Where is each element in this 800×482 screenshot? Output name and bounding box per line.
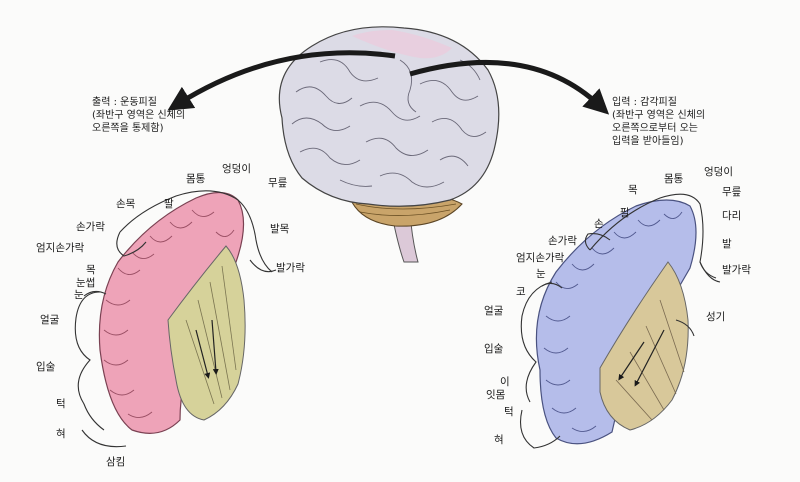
motor-label-face: 얼굴 [40,314,60,326]
sensory-label-hip: 엉덩이 [704,166,733,178]
motor-label-swallowing: 삼킴 [106,456,126,468]
sensory-cortex [519,193,721,449]
motor-label-jaw: 턱 [56,398,66,410]
motor-homunculus-face [74,291,105,431]
sensory-label-teeth: 이 [500,376,510,388]
motor-label-lips: 입술 [36,361,56,373]
sensory-label-knee: 무릎 [722,186,742,198]
sensory-label-arm: 팔 [620,207,630,219]
arrow-to-motor [167,50,396,111]
sensory-cortex-band [535,199,697,445]
motor-label-eyebrow: 눈썹 [76,277,96,289]
motor-label-tongue: 혀 [56,428,66,440]
sensory-caption-line-3: 오른쪽으로부터 오는 [612,123,698,134]
motor-inner-tissue [167,245,246,421]
sensory-homunculus-jaw [519,409,561,449]
motor-cortex [74,190,277,448]
motor-homunculus-body [119,190,273,273]
motor-label-neck: 목 [86,264,96,276]
sensory-caption-title: 입력 : 감각피질 [612,97,677,108]
sensory-label-trunk: 몸통 [664,173,684,185]
sensory-label-tongue: 혀 [494,434,504,446]
brain [278,26,500,263]
sensory-label-gums: 잇몸 [486,389,506,401]
sensory-label-face: 얼굴 [484,305,504,317]
arrow-to-sensory [409,59,610,115]
motor-label-trunk: 몸통 [186,173,206,185]
motor-label-ankle: 발목 [270,223,290,235]
sensory-label-hand: 손 [594,218,604,230]
motor-caption: 출력 : 운동피질 (좌반구 영역은 신체의 오른쪽을 통제함) [92,96,185,135]
sensory-label-neck: 목 [628,184,638,196]
sensory-homunculus-hand [584,233,611,251]
sensory-label-toes: 발가락 [722,264,751,276]
motor-homunculus-hand [116,231,147,257]
motor-caption-title: 출력 : 운동피질 [92,97,157,108]
sensory-label-fingers: 손가락 [548,235,577,247]
sensory-homunculus-face [520,281,553,403]
sensory-label-nose: 코 [516,286,526,298]
motor-label-knee: 무릎 [268,177,288,189]
motor-caption-line-3: 오른쪽을 통제함) [92,123,164,134]
sensory-inner-tissue [599,261,689,431]
motor-label-thumb: 엄지손가락 [36,242,85,254]
motor-label-arm: 팔 [164,198,174,210]
sensory-caption-line-2: (좌반구 영역은 신체의 [612,110,706,121]
sensory-label-thumb: 엄지손가락 [516,252,565,264]
motor-label-hip: 엉덩이 [222,163,251,175]
sensory-label-jaw: 턱 [504,406,514,418]
sensory-label-eye: 눈 [536,268,546,280]
sensory-label-genitals: 성기 [706,311,726,323]
motor-caption-line-2: (좌반구 영역은 신체의 [92,110,186,121]
sensory-label-foot: 발 [722,238,732,250]
sensory-caption: 입력 : 감각피질 (좌반구 영역은 신체의 오른쪽으로부터 오는 입력을 받아… [612,96,705,148]
motor-label-wrist: 손목 [116,198,136,210]
sensory-caption-line-4: 입력을 받아들임) [612,136,684,147]
motor-homunculus-tongue [81,429,127,448]
motor-label-toes: 발가락 [276,262,305,274]
motor-label-eye: 눈 [74,289,84,301]
motor-label-fingers: 손가락 [76,221,105,233]
sensory-label-lips: 입술 [484,343,504,355]
sensory-label-leg: 다리 [722,210,742,222]
